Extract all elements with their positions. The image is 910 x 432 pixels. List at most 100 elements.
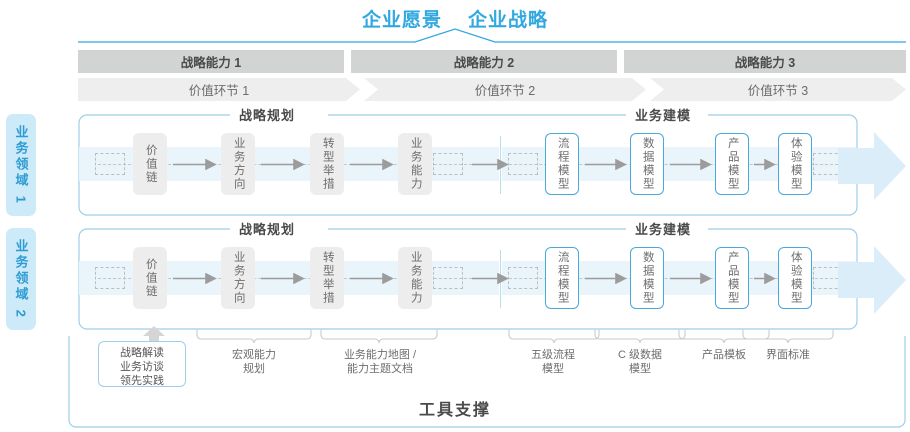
tool-box-line-2: 业务访谈 — [120, 361, 164, 373]
row-2-node-business-capability-label: 业务能力 — [409, 251, 422, 305]
row-2-node-transformation-measures[interactable]: 转型举措 — [310, 247, 344, 309]
row-1-section-left-title: 战略规划 — [230, 105, 305, 124]
tool-label-five-level-process-line-2: 模型 — [542, 363, 564, 375]
row-2-node-value-chain-label: 价值链 — [144, 257, 157, 299]
capability-cell-1[interactable]: 战略能力 1 — [78, 50, 344, 73]
row-2-placeholder-mid-b — [508, 267, 538, 289]
row-1-node-process-model-label: 流程模型 — [556, 137, 569, 191]
row-1-flow-arrowhead — [838, 132, 906, 200]
row-2-arrow-3 — [350, 273, 394, 284]
side-label-domain-2[interactable]: 业务领域 2 — [6, 228, 36, 330]
tool-box-line-3: 领先实践 — [120, 375, 164, 387]
row-2-node-value-chain[interactable]: 价值链 — [133, 247, 167, 309]
capability-cell-2[interactable]: 战略能力 2 — [351, 50, 617, 73]
title-strategy: 企业战略 — [468, 9, 549, 31]
row-2-node-data-model-label: 数据模型 — [641, 251, 654, 305]
row-1-node-business-direction[interactable]: 业务方向 — [221, 133, 255, 195]
tool-box-line-1: 战略解读 — [120, 347, 164, 359]
tool-label-product-template: 产品模板 — [678, 348, 770, 362]
row-1-arrow-5 — [585, 159, 627, 170]
row-2-node-experience-model-label: 体验模型 — [789, 251, 802, 305]
row-2-flow-arrowhead — [838, 246, 906, 314]
side-label-domain-2-text: 业务领域 2 — [13, 238, 29, 320]
row-2-arrow-2 — [261, 273, 305, 284]
row-1-node-experience-model-label: 体验模型 — [789, 137, 802, 191]
row-2-node-product-model[interactable]: 产品模型 — [715, 247, 749, 309]
side-label-domain-1-text: 业务领域 1 — [13, 124, 29, 206]
row-1-node-business-capability-label: 业务能力 — [409, 137, 422, 191]
tool-label-ui-standard: 界面标准 — [742, 348, 834, 362]
row-2-node-process-model[interactable]: 流程模型 — [545, 247, 579, 309]
row-1-section-right-title: 业务建模 — [626, 105, 701, 124]
capability-band: 战略能力 1 战略能力 2 战略能力 3 — [78, 50, 906, 73]
row-1-node-product-model[interactable]: 产品模型 — [715, 133, 749, 195]
value-chain-cell-2[interactable]: 价值环节 2 — [364, 78, 646, 101]
diagram-title: 企业愿景 企业战略 — [0, 4, 910, 32]
row-2-placeholder-mid-a — [433, 267, 463, 289]
row-1-node-transformation-measures[interactable]: 转型举措 — [310, 133, 344, 195]
row-2-placeholder-start — [95, 267, 125, 289]
tool-label-capability-map-line-1: 业务能力地图 / — [343, 349, 417, 361]
tool-label-capability-map-line-2: 能力主题文档 — [347, 363, 413, 375]
value-chain-cell-1[interactable]: 价值环节 1 — [78, 78, 360, 101]
tool-support-title: 工具支撑 — [418, 402, 491, 419]
row-2-node-process-model-label: 流程模型 — [556, 251, 569, 305]
tool-label-macro-capability-line-2: 规划 — [243, 363, 265, 375]
capability-cell-3[interactable]: 战略能力 3 — [624, 50, 906, 73]
row-2-node-transformation-measures-label: 转型举措 — [321, 251, 334, 305]
title-connector-line — [78, 28, 906, 43]
row-1-arrow-2 — [261, 159, 305, 170]
row-2-node-product-model-label: 产品模型 — [726, 251, 739, 305]
tool-uparrow-value-chain — [143, 326, 165, 344]
tool-label-five-level-process: 五级流程 模型 — [506, 348, 600, 376]
row-1-outline — [78, 114, 858, 216]
row-1-arrow-1 — [173, 159, 217, 170]
row-1-node-process-model[interactable]: 流程模型 — [545, 133, 579, 195]
row-1-node-product-model-label: 产品模型 — [726, 137, 739, 191]
tool-brace-2 — [320, 330, 438, 344]
row-2-arrow-7 — [754, 273, 776, 284]
row-1-arrow-6 — [670, 159, 712, 170]
value-chain-band: 价值环节 1 价值环节 2 价值环节 3 — [78, 78, 906, 101]
tool-brace-6 — [742, 330, 834, 344]
tool-brace-4 — [594, 330, 686, 344]
tool-label-c-level-data: C 级数据 模型 — [594, 348, 686, 376]
row-2-outline — [78, 228, 858, 330]
row-1-dashed-track — [98, 164, 838, 165]
row-1-node-transformation-measures-label: 转型举措 — [321, 137, 334, 191]
domain-row-1: 战略规划 业务建模 价值链 业务方向 转型举措 业务能力 流程模型 数据模型 产… — [78, 105, 858, 216]
row-2-node-data-model[interactable]: 数据模型 — [630, 247, 664, 309]
row-1-node-data-model[interactable]: 数据模型 — [630, 133, 664, 195]
row-1-node-business-direction-label: 业务方向 — [232, 137, 245, 191]
tool-brace-1 — [196, 330, 312, 344]
row-2-arrow-5 — [585, 273, 627, 284]
tool-label-macro-capability-line-1: 宏观能力 — [232, 349, 276, 361]
tool-box-strategy-interpretation[interactable]: 战略解读 业务访谈 领先实践 — [98, 341, 186, 387]
tool-label-c-level-data-line-1: C 级数据 — [618, 349, 662, 361]
row-1-node-business-capability[interactable]: 业务能力 — [398, 133, 432, 195]
row-2-arrow-4 — [472, 273, 508, 284]
tool-label-c-level-data-line-2: 模型 — [629, 363, 651, 375]
row-2-node-business-capability[interactable]: 业务能力 — [398, 247, 432, 309]
row-2-section-right-title: 业务建模 — [626, 219, 701, 238]
row-1-arrow-4 — [472, 159, 508, 170]
tool-brace-3 — [508, 330, 600, 344]
tool-label-macro-capability: 宏观能力 规划 — [204, 348, 304, 376]
tool-label-capability-map: 业务能力地图 / 能力主题文档 — [326, 348, 434, 376]
row-2-node-experience-model[interactable]: 体验模型 — [778, 247, 812, 309]
tool-brace-5 — [678, 330, 770, 344]
row-2-dashed-track — [98, 278, 838, 279]
domain-row-2: 战略规划 业务建模 价值链 业务方向 转型举措 业务能力 流程模型 数据模型 产… — [78, 219, 858, 330]
row-1-node-experience-model[interactable]: 体验模型 — [778, 133, 812, 195]
row-2-arrow-1 — [173, 273, 217, 284]
row-2-node-business-direction-label: 业务方向 — [232, 251, 245, 305]
tool-support-outline — [68, 336, 906, 428]
row-1-node-value-chain[interactable]: 价值链 — [133, 133, 167, 195]
row-2-section-left-title: 战略规划 — [230, 219, 305, 238]
side-label-domain-1[interactable]: 业务领域 1 — [6, 114, 36, 216]
row-1-placeholder-mid-a — [433, 153, 463, 175]
row-2-node-business-direction[interactable]: 业务方向 — [221, 247, 255, 309]
value-chain-cell-3[interactable]: 价值环节 3 — [650, 78, 906, 101]
row-1-arrow-3 — [350, 159, 394, 170]
